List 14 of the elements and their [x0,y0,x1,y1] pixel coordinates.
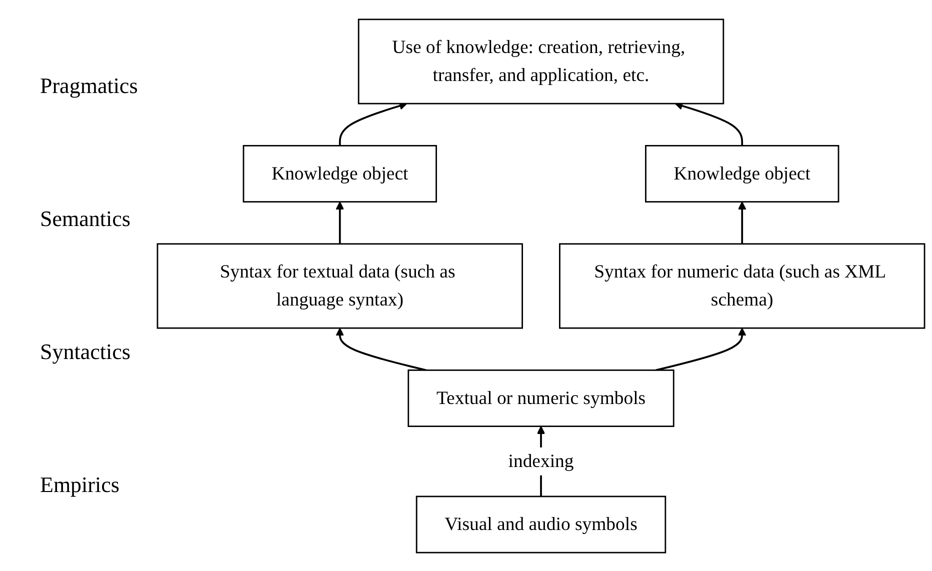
node-box: Textual or numeric symbols [408,368,674,427]
node-box: Syntax for numeric data (such as XML schema) [559,242,926,328]
node-box: Visual and audio symbols [416,495,666,553]
node-box: Use of knowledge: creation, retrieving, transfer, and application, etc. [358,18,724,104]
layer-label: Empirics [40,472,120,498]
node-box: Syntax for textual data (such as language syntax) [156,242,523,328]
layer-label: Semantics [40,206,132,232]
node-box: Knowledge object [242,144,437,202]
layer-label: Pragmatics [40,73,139,100]
arrow [336,200,344,244]
edge-label: indexing [508,450,574,472]
node-box: Knowledge object [645,144,840,202]
arrow [738,200,746,244]
layer-label: Syntactics [40,338,132,365]
